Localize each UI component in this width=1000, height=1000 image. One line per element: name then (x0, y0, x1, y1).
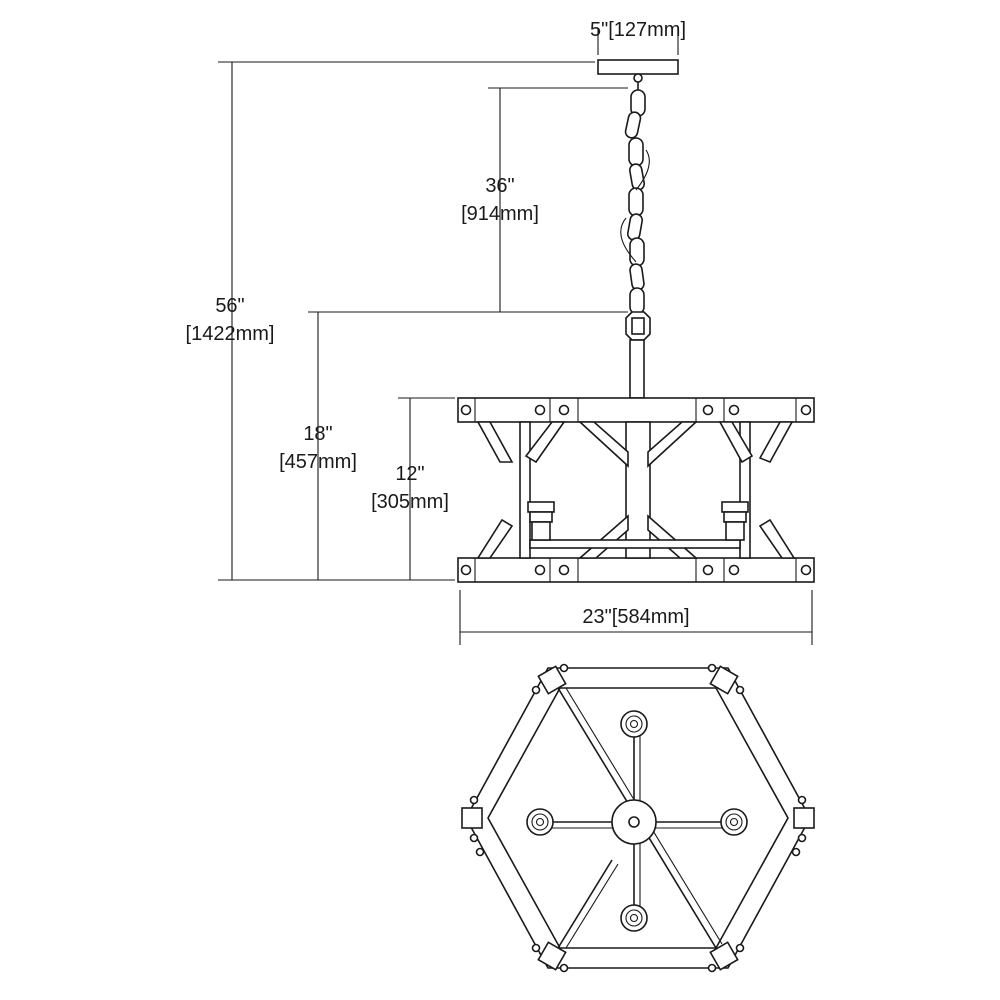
candle-cup-top (620, 710, 648, 738)
dimension-lines (218, 28, 813, 645)
candle-cup-right (720, 808, 748, 836)
chain-length-inches: 36" (485, 175, 514, 197)
candle-cup-left (526, 808, 554, 836)
overall-height-inches: 56" (215, 295, 244, 317)
chain (620, 89, 650, 315)
right-socket (721, 501, 749, 541)
top-rail (457, 397, 815, 423)
left-socket (527, 501, 555, 541)
chain-length-mm: [914mm] (461, 203, 539, 225)
down-rod (629, 339, 645, 399)
fixture-width-label: 23"[584mm] (582, 606, 689, 628)
rail-bolts (460, 404, 812, 576)
canopy-width-label: 5"[127mm] (590, 19, 686, 41)
edge-bolts (469, 663, 807, 973)
center-post (625, 421, 651, 559)
overall-height-mm: [1422mm] (186, 323, 275, 345)
bottom-rail (457, 557, 815, 583)
bottom-view (461, 663, 815, 973)
body-height-inches: 12" (395, 463, 424, 485)
fixture-height-inches: 18" (303, 423, 332, 445)
body-height-mm: [305mm] (371, 491, 449, 513)
fixture-height-mm: [457mm] (279, 451, 357, 473)
candle-cup-bottom (620, 904, 648, 932)
canopy (597, 59, 679, 75)
corner-brackets (461, 665, 815, 971)
braces (476, 421, 796, 559)
side-view (457, 59, 815, 583)
